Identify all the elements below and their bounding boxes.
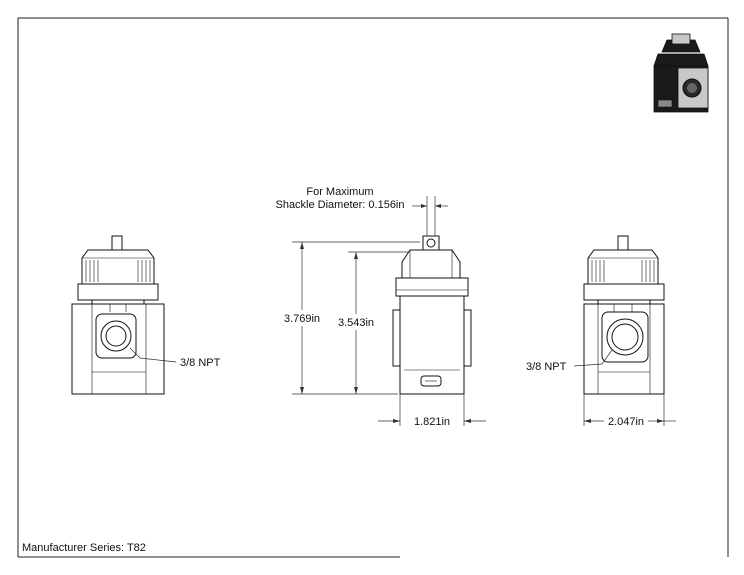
shackle-note-line1: For Maximum	[306, 186, 373, 198]
height-body-label: 3.543in	[338, 317, 374, 329]
width-side-label: 2.047in	[608, 416, 644, 428]
shackle-note-line2: Shackle Diameter: 0.156in	[275, 199, 404, 211]
overall-height-dimension	[292, 241, 420, 395]
body-height-dimension	[348, 251, 408, 394]
valve-3d-thumbnail-icon	[653, 33, 709, 113]
port-label-right: 3/8 NPT	[526, 361, 567, 373]
shackle-dimension	[412, 196, 448, 236]
front-width-dimension	[378, 394, 486, 426]
valve-right-view	[573, 235, 665, 395]
port-label-left: 3/8 NPT	[180, 357, 221, 369]
height-overall-label: 3.769in	[284, 313, 320, 325]
width-front-label: 1.821in	[414, 416, 450, 428]
valve-center-view	[392, 235, 472, 395]
side-width-dimension	[583, 394, 676, 426]
manufacturer-series-label: Manufacturer Series: T82	[22, 542, 146, 554]
valve-left-view	[71, 235, 177, 395]
sheet-border	[17, 17, 729, 558]
